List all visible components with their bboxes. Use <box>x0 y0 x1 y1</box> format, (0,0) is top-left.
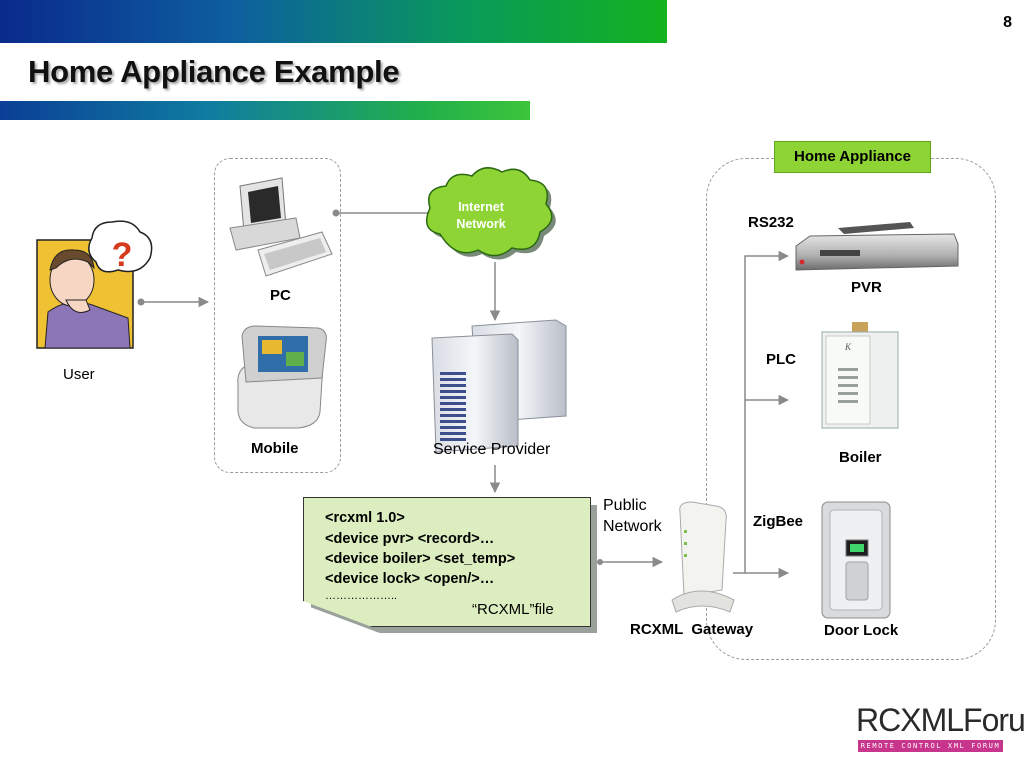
rcxml-file-card <box>303 497 591 627</box>
user-label: User <box>63 366 95 383</box>
rcxml-file-line: <device lock> <open/>… <box>325 571 495 587</box>
gateway-icon <box>671 501 735 613</box>
page-number: 8 <box>1003 14 1012 31</box>
server-icon <box>431 319 567 453</box>
public-network-label-line1: Public <box>603 497 647 514</box>
slide-title: Home Appliance Example <box>28 54 400 89</box>
pc-icon <box>229 177 333 277</box>
rcxml-forum-logo: RCXMLForum <box>856 702 1024 738</box>
rcxml-file-line: <device boiler> <set_temp> <box>325 551 516 567</box>
home-appliance-badge: Home Appliance <box>774 141 931 173</box>
gateway-label: RCXML Gateway <box>630 621 754 638</box>
gateway-to-pvr-arrow <box>733 250 790 574</box>
boiler-label: Boiler <box>839 449 882 466</box>
internet-label-line2: Network <box>456 217 505 231</box>
pvr-icon <box>795 222 959 271</box>
zigbee-label: ZigBee <box>753 513 804 530</box>
door-lock-icon <box>821 501 891 619</box>
public-network-label-line2: Network <box>603 518 662 535</box>
boiler-icon: K <box>821 322 899 429</box>
user-cartoon-icon: ? <box>36 220 153 349</box>
internet-label-line1: Internet <box>458 200 505 214</box>
mobile-icon <box>237 325 327 429</box>
mobile-label: Mobile <box>251 440 299 457</box>
logo-tagline: REMOTE CONTROL XML FORUM <box>858 740 1003 752</box>
rcxml-file-caption: “RCXML”file <box>472 601 554 618</box>
rcxml-file-line: ……………….. <box>325 590 398 602</box>
pc-label: PC <box>270 287 291 304</box>
rcxml-file-line: <rcxml 1.0> <box>325 510 405 526</box>
connector-lines <box>137 209 790 579</box>
service-provider-label: Service Provider <box>433 441 551 458</box>
svg-text:?: ? <box>112 236 133 274</box>
title-underline-bar <box>0 101 530 120</box>
rs232-label: RS232 <box>748 214 794 231</box>
header-gradient-bar <box>0 0 667 43</box>
plc-label: PLC <box>766 351 796 368</box>
pvr-label: PVR <box>851 279 882 296</box>
client-devices-group <box>214 158 341 473</box>
door-lock-label: Door Lock <box>824 622 899 639</box>
internet-cloud-icon <box>425 167 556 260</box>
rcxml-file-line: <device pvr> <record>… <box>325 531 495 547</box>
svg-text:K: K <box>844 342 852 352</box>
